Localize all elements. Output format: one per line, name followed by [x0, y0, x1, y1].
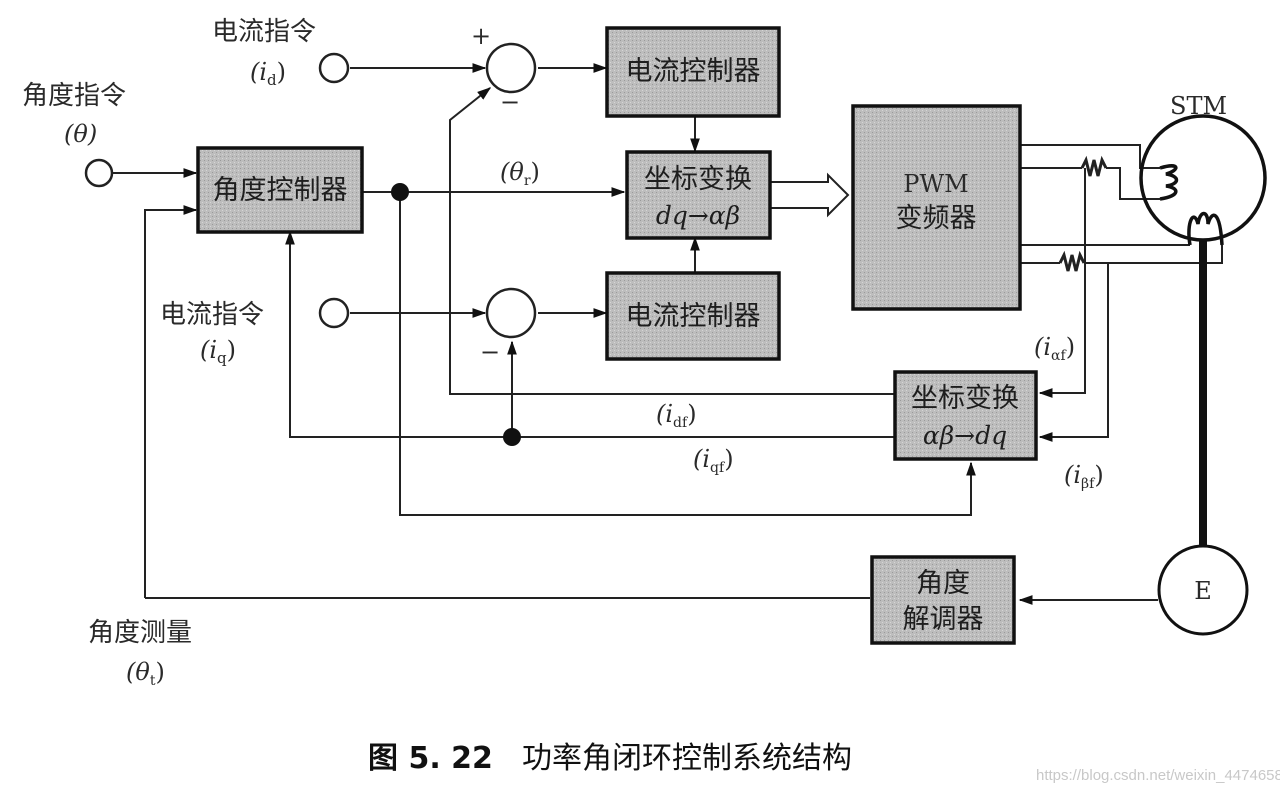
- stator-winding-beta-icon: [1187, 211, 1224, 246]
- summing-junction-q: [485, 287, 537, 339]
- watermark: https://blog.csdn.net/weixin_44746581: [1036, 767, 1280, 784]
- wire-pwm-out-4b: [1084, 245, 1223, 264]
- signal-theta-r: (θr): [500, 158, 540, 189]
- junction-theta-r: [391, 183, 409, 201]
- summing-junction-d: [485, 42, 537, 94]
- current-command-d-symbol: (id): [250, 58, 286, 89]
- minus-sign-d: −: [500, 88, 520, 116]
- angle-command-label: 角度指令: [22, 81, 126, 111]
- current-controller-q-block[interactable]: [605, 271, 781, 361]
- signal-i-beta-f: (iβf): [1064, 461, 1104, 492]
- angle-controller-block[interactable]: [196, 146, 364, 234]
- signal-i-qf: (iqf): [693, 445, 734, 476]
- motor-stm: [1139, 114, 1267, 242]
- wires: [113, 63, 1223, 605]
- wire-theta-r-branch: [399, 192, 976, 516]
- wire-iqf: [285, 230, 895, 438]
- signal-i-df: (idf): [656, 400, 697, 431]
- current-sensor-alpha: [1080, 155, 1108, 177]
- angle-measure-symbol: (θt): [126, 658, 165, 689]
- wire-ct1-to-pwm: [770, 172, 850, 218]
- coord-transform-2-title: 坐标变换: [911, 383, 1019, 414]
- pwm-inverter-block[interactable]: [851, 104, 1022, 311]
- signal-i-alpha-f: (iαf): [1034, 333, 1075, 364]
- current-command-q-label: 电流指令: [160, 300, 264, 330]
- current-command-d-label: 电流指令: [212, 17, 316, 47]
- input-node-id[interactable]: [318, 52, 350, 84]
- minus-sign-q: −: [480, 338, 500, 366]
- coord-transform-1-title: 坐标变换: [644, 164, 752, 195]
- figure-title: 功率角闭环控制系统结构: [522, 741, 852, 776]
- encoder-label: E: [1194, 577, 1212, 605]
- angle-demodulator-block[interactable]: [870, 555, 1016, 645]
- angle-command-symbol: (θ): [64, 120, 97, 148]
- current-command-q-symbol: (iq): [200, 336, 236, 367]
- pwm-label: PWM: [903, 170, 968, 198]
- demodulator-label-2: 解调器: [903, 604, 984, 635]
- angle-controller-label: 角度控制器: [213, 175, 348, 206]
- input-node-iq[interactable]: [318, 297, 350, 329]
- coord-transform-1-formula: dq→αβ: [656, 201, 740, 230]
- coord-transform-ab-dq-block[interactable]: [893, 370, 1038, 461]
- junction-iqf: [503, 428, 521, 446]
- coord-transform-dq-ab-block[interactable]: [625, 150, 772, 240]
- current-controller-d-label: 电流控制器: [626, 56, 761, 87]
- wire-pwm-out-2b: [1106, 167, 1160, 200]
- encoder-e: [1157, 544, 1249, 636]
- current-controller-d-block[interactable]: [605, 26, 781, 118]
- plus-sign-d: +: [471, 22, 491, 50]
- pwm-sub-label: 变频器: [896, 203, 977, 234]
- wire-idf: [449, 87, 895, 395]
- current-controller-q-label: 电流控制器: [626, 301, 761, 332]
- angle-measure-label: 角度测量: [88, 618, 192, 648]
- current-sensor-beta: [1058, 250, 1086, 272]
- input-node-theta[interactable]: [84, 158, 114, 188]
- motor-label: STM: [1170, 92, 1227, 120]
- stator-winding-alpha-icon: [1159, 164, 1179, 201]
- wire-ibeta-f: [1038, 263, 1109, 442]
- coord-transform-2-formula: αβ→dq: [923, 421, 1007, 450]
- wire-ialpha-f: [1038, 168, 1086, 398]
- demodulator-label-1: 角度: [916, 568, 970, 599]
- wire-theta-feedback: [144, 205, 198, 598]
- figure-number: 图 5. 22: [368, 741, 493, 776]
- wire-pwm-out-1: [1020, 144, 1160, 169]
